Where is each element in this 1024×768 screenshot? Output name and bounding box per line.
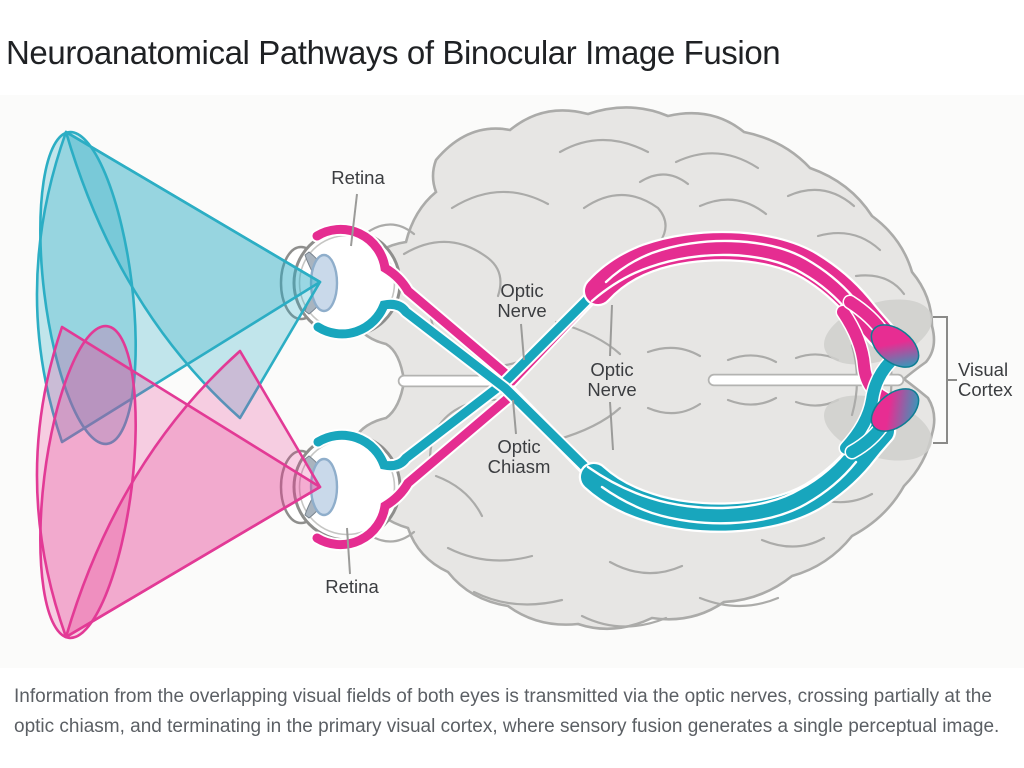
leader-lines	[346, 193, 614, 575]
visual-field-cone-cyan	[35, 130, 322, 446]
visual-field-cone-pink	[35, 324, 322, 640]
label-optic-nerve-left: Optic Nerve	[497, 280, 547, 321]
visual-cortex-bracket	[933, 316, 957, 444]
label-retina-bottom: Retina	[325, 576, 379, 597]
cortex-blob-top	[870, 324, 920, 368]
brain-gyri	[366, 138, 906, 628]
label-optic-nerve-right: Optic Nerve	[587, 359, 637, 400]
label-visual-cortex: Visual Cortex	[958, 359, 1013, 400]
visual-cortex-terminals	[835, 294, 920, 460]
label-retina-top: Retina	[331, 167, 385, 188]
cortex-blob-bottom	[870, 388, 920, 432]
figure-caption: Information from the overlapping visual …	[14, 686, 1000, 737]
page-title: Neuroanatomical Pathways of Binocular Im…	[6, 34, 781, 71]
label-optic-chiasm: Optic Chiasm	[487, 436, 551, 477]
